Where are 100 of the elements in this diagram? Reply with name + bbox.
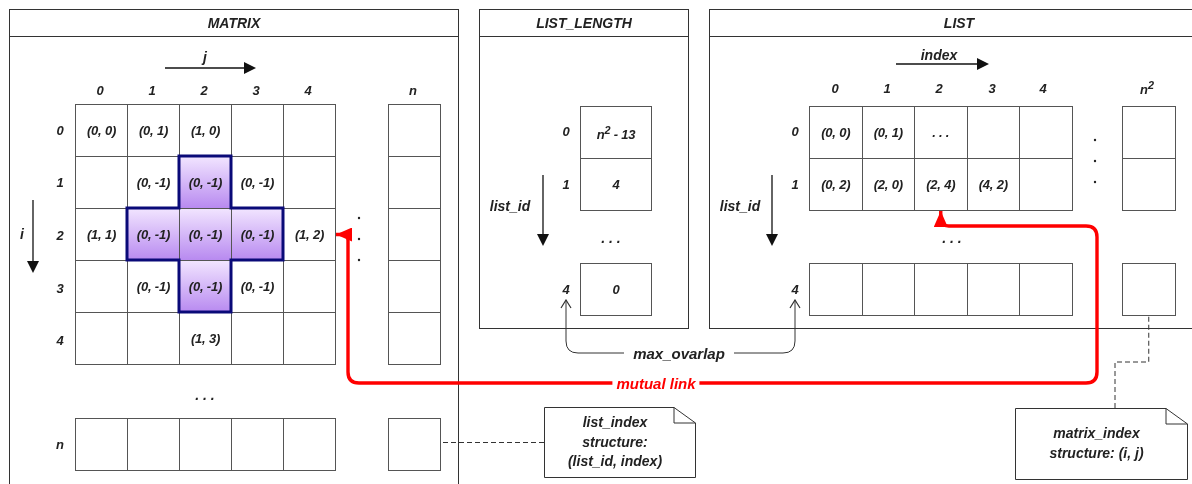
cell-value: (0, -1)	[240, 279, 275, 294]
row-index: 0	[791, 123, 799, 139]
grid-cell	[1019, 263, 1073, 316]
grid-cell	[231, 418, 284, 471]
panel	[9, 9, 459, 484]
grid-cell	[388, 312, 441, 365]
grid-cell	[1122, 106, 1176, 159]
leader-line	[1114, 315, 1150, 409]
ellipsis: . . .	[601, 230, 621, 246]
column-index: 0	[96, 82, 104, 98]
note-text: list_index structure: (list_id, index)	[566, 413, 664, 472]
grid-cell	[809, 158, 863, 211]
grid-cell	[1019, 158, 1073, 211]
grid-cell	[75, 312, 128, 365]
cell-value: (1, 0)	[190, 123, 221, 138]
cell-value: (0, -1)	[188, 175, 223, 190]
cell-value: 0	[612, 282, 620, 297]
cell-value: (0, -1)	[188, 227, 223, 242]
column-index: n$^{2}$	[1140, 78, 1154, 98]
grid-cell	[861, 263, 915, 316]
cell-value: (0, -1)	[240, 175, 275, 190]
grid-cell	[580, 106, 652, 159]
column-index: 3	[988, 80, 996, 96]
ellipsis: . . .	[942, 230, 962, 246]
grid-cell	[966, 263, 1020, 316]
cell-value: (0, -1)	[188, 279, 223, 294]
axis-label: i	[20, 226, 24, 242]
panel-title: LIST_LENGTH	[536, 15, 632, 31]
arrow	[560, 299, 625, 354]
cell-value: (4, 2)	[978, 177, 1008, 192]
panel	[479, 9, 689, 329]
axis-label: j	[203, 49, 207, 65]
column-index: 3	[252, 82, 260, 98]
grid-cell	[388, 260, 441, 313]
column-index: 1	[148, 82, 156, 98]
cell-value: n$^{2}$ - 13	[596, 123, 636, 142]
note-text: matrix_index structure: (i, j)	[1048, 424, 1145, 463]
cell-value: (1, 1)	[86, 227, 117, 242]
column-index: 4	[1039, 80, 1047, 96]
grid-cell	[388, 208, 441, 261]
grid-cell	[388, 104, 441, 157]
grid-cell	[580, 158, 652, 211]
cell-value: (0, 0)	[821, 125, 851, 140]
cell-value: (0, 1)	[873, 125, 903, 140]
cell-value: (0, 1)	[138, 123, 169, 138]
axis-label: index	[920, 47, 958, 63]
row-index: 0	[562, 123, 570, 139]
cell-value: (2, 4)	[926, 177, 956, 192]
grid-cell	[809, 106, 863, 159]
grid-cell	[1122, 158, 1176, 211]
axis-label: list_id	[719, 198, 761, 214]
cell-value: 4	[612, 177, 620, 192]
grid-cell	[127, 418, 180, 471]
axis-label: list_id	[489, 198, 531, 214]
panel-title: MATRIX	[207, 15, 261, 31]
note-box	[1015, 408, 1188, 480]
column-index: 0	[831, 80, 839, 96]
row-index: 4	[556, 279, 576, 299]
grid-cell	[75, 104, 128, 157]
grid-cell	[809, 263, 863, 316]
grid-cell	[179, 208, 232, 261]
panel-title: LIST	[943, 15, 975, 31]
ellipsis: . . .	[195, 387, 215, 403]
row-index: 1	[562, 176, 570, 192]
row-index: 0	[56, 122, 64, 138]
line-label: max_ovarlap	[624, 344, 734, 362]
cell-value: (1, 3)	[190, 331, 221, 346]
grid-cell	[283, 104, 336, 157]
column-index: 4	[304, 82, 312, 98]
row-index: n	[56, 436, 64, 452]
cell-value: (0, 2)	[821, 177, 851, 192]
row-index: 2	[56, 227, 64, 243]
note-box	[544, 407, 696, 478]
cell-value: (0, -1)	[136, 227, 171, 242]
cell-value: (0, -1)	[136, 175, 171, 190]
grid-cell	[388, 156, 441, 209]
grid-cell	[1122, 263, 1176, 316]
row-index: 1	[56, 174, 64, 190]
panel	[709, 9, 1192, 329]
cell-value: (0, -1)	[240, 227, 275, 242]
column-index: 2	[200, 82, 208, 98]
row-index: 1	[791, 176, 799, 192]
grid-cell	[283, 312, 336, 365]
row-index: 4	[56, 332, 64, 348]
arrow	[335, 210, 1099, 385]
column-index: 1	[883, 80, 891, 96]
column-index: 2	[935, 80, 943, 96]
grid-cell	[580, 263, 652, 316]
column-index: n	[409, 82, 417, 98]
grid-cell	[1019, 106, 1073, 159]
grid-cell	[388, 418, 441, 471]
cell-value: (2, 0)	[873, 177, 903, 192]
grid-cell	[75, 418, 128, 471]
cell-value: (0, 0)	[86, 123, 117, 138]
cell-value: . . .	[932, 125, 950, 140]
grid-cell	[914, 263, 968, 316]
row-index: 3	[56, 280, 64, 296]
row-index: 4	[785, 279, 805, 299]
leader-line	[440, 442, 545, 443]
cell-value: (1, 2)	[294, 227, 325, 242]
